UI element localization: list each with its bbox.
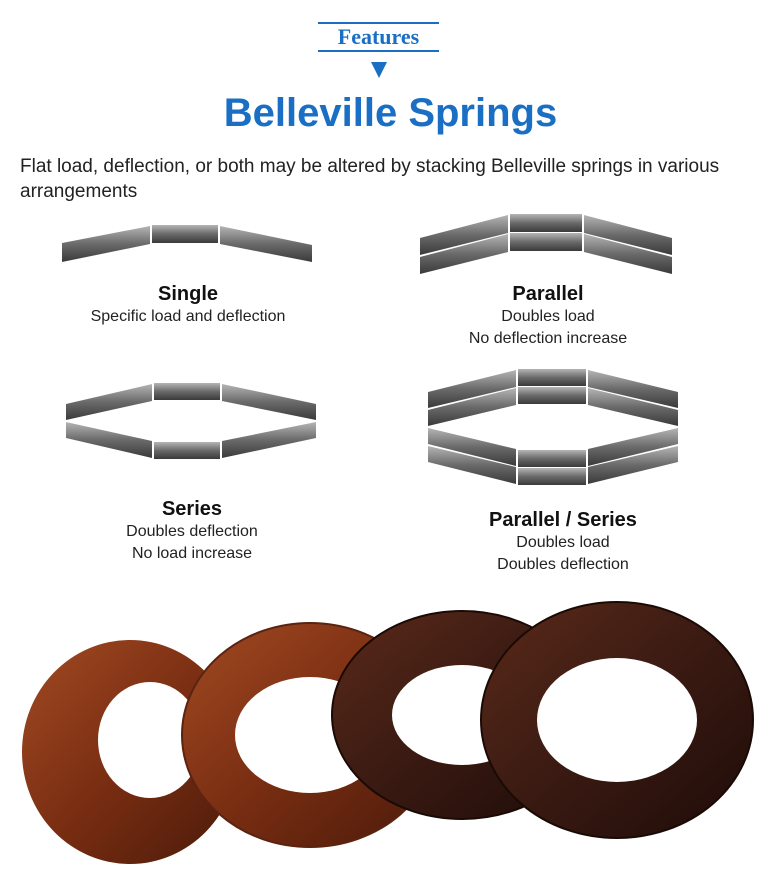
single-title: Single — [157, 283, 218, 305]
washer-3 — [331, 610, 593, 820]
series-line-1: Doubles deflection — [126, 523, 258, 540]
single-caption: Single Specific load and deflection — [38, 282, 338, 328]
single-line-1: Specific load and deflection — [90, 308, 286, 325]
intro-text: Flat load, deflection, or both may be al… — [20, 156, 720, 202]
parallel-series-line-1: Doubles load — [516, 534, 610, 551]
parallel-series-spring — [428, 369, 678, 485]
series-title: Series — [161, 498, 223, 520]
series-spring — [66, 383, 316, 459]
page-title: Belleville Springs — [223, 91, 558, 135]
features-label: Features — [337, 24, 420, 49]
parallel-title: Parallel — [512, 283, 584, 305]
parallel-line-1: Doubles load — [501, 308, 595, 325]
features-heading-box: Features — [318, 22, 439, 52]
series-caption: Series Doubles deflection No load increa… — [42, 497, 342, 565]
parallel-spring — [420, 214, 672, 274]
parallel-series-caption: Parallel / Series Doubles load Doubles d… — [413, 508, 713, 576]
arrow-down-icon — [371, 62, 387, 78]
single-spring — [62, 225, 312, 262]
washer-2 — [181, 622, 439, 848]
parallel-series-line-2: Doubles deflection — [497, 556, 629, 573]
parallel-caption: Parallel Doubles load No deflection incr… — [398, 282, 698, 350]
washer-1 — [22, 640, 238, 864]
series-line-2: No load increase — [131, 545, 253, 562]
parallel-line-2: No deflection increase — [468, 330, 628, 347]
parallel-series-title: Parallel / Series — [489, 509, 637, 531]
belleville-washers-photo — [22, 601, 754, 864]
washer-4 — [480, 601, 754, 839]
